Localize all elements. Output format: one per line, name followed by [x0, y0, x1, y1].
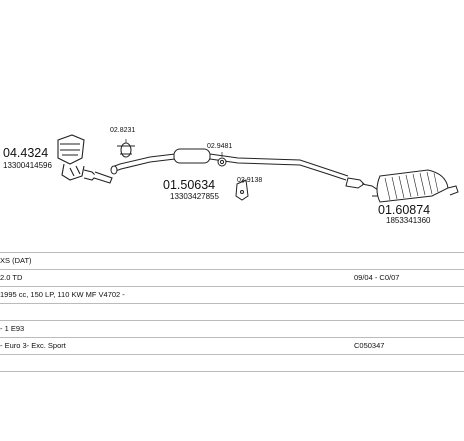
spec-row: XS (DAT) — [0, 252, 464, 269]
spec-row: 1995 cc, 150 LP, 110 KW MF V4702 - — [0, 286, 464, 303]
mounting-bracket — [235, 179, 249, 201]
spec-row-left: 2.0 TD — [0, 273, 23, 282]
clamp-part — [117, 142, 135, 158]
part-number-bracket: 02.9138 — [237, 177, 262, 184]
part-number-mount: 02.9481 — [207, 143, 232, 150]
spec-row-right: 09/04 - C0/07 — [354, 273, 400, 282]
spec-row-right: C050347 — [354, 341, 385, 350]
spec-row: - 1 E93 — [0, 320, 464, 337]
exhaust-system-diagram: 04.4324 13300414596 02.8231 01.50634 133… — [3, 127, 459, 225]
center-pipe-with-silencer — [110, 148, 349, 181]
part-number-rear-silencer: 01.60874 — [378, 203, 430, 217]
leader-lines — [125, 139, 244, 183]
spec-row-left: 1995 cc, 150 LP, 110 KW MF V4702 - — [0, 290, 125, 299]
catalytic-converter — [57, 134, 113, 184]
spec-row-left: XS (DAT) — [0, 256, 32, 265]
spec-row — [0, 303, 464, 320]
rubber-mount — [217, 157, 227, 167]
spec-row — [0, 354, 464, 372]
vehicle-spec-table: XS (DAT) 2.0 TD 09/04 - C0/07 1995 cc, 1… — [0, 252, 464, 372]
spec-row-left: - Euro 3- Exc. Sport — [0, 341, 66, 350]
part-number-clamp: 02.8231 — [110, 127, 135, 134]
spec-row: - Euro 3- Exc. Sport C050347 — [0, 337, 464, 354]
oe-number-rear-silencer: 1853341360 — [386, 216, 431, 225]
oe-number-center-pipe: 13303427855 — [170, 192, 219, 201]
part-number-catalytic: 04.4324 — [3, 146, 48, 160]
spec-row-left: - 1 E93 — [0, 324, 25, 333]
rear-silencer — [345, 169, 459, 203]
spec-row: 2.0 TD 09/04 - C0/07 — [0, 269, 464, 286]
part-number-center-pipe: 01.50634 — [163, 178, 215, 192]
oe-number-catalytic: 13300414596 — [3, 161, 52, 170]
